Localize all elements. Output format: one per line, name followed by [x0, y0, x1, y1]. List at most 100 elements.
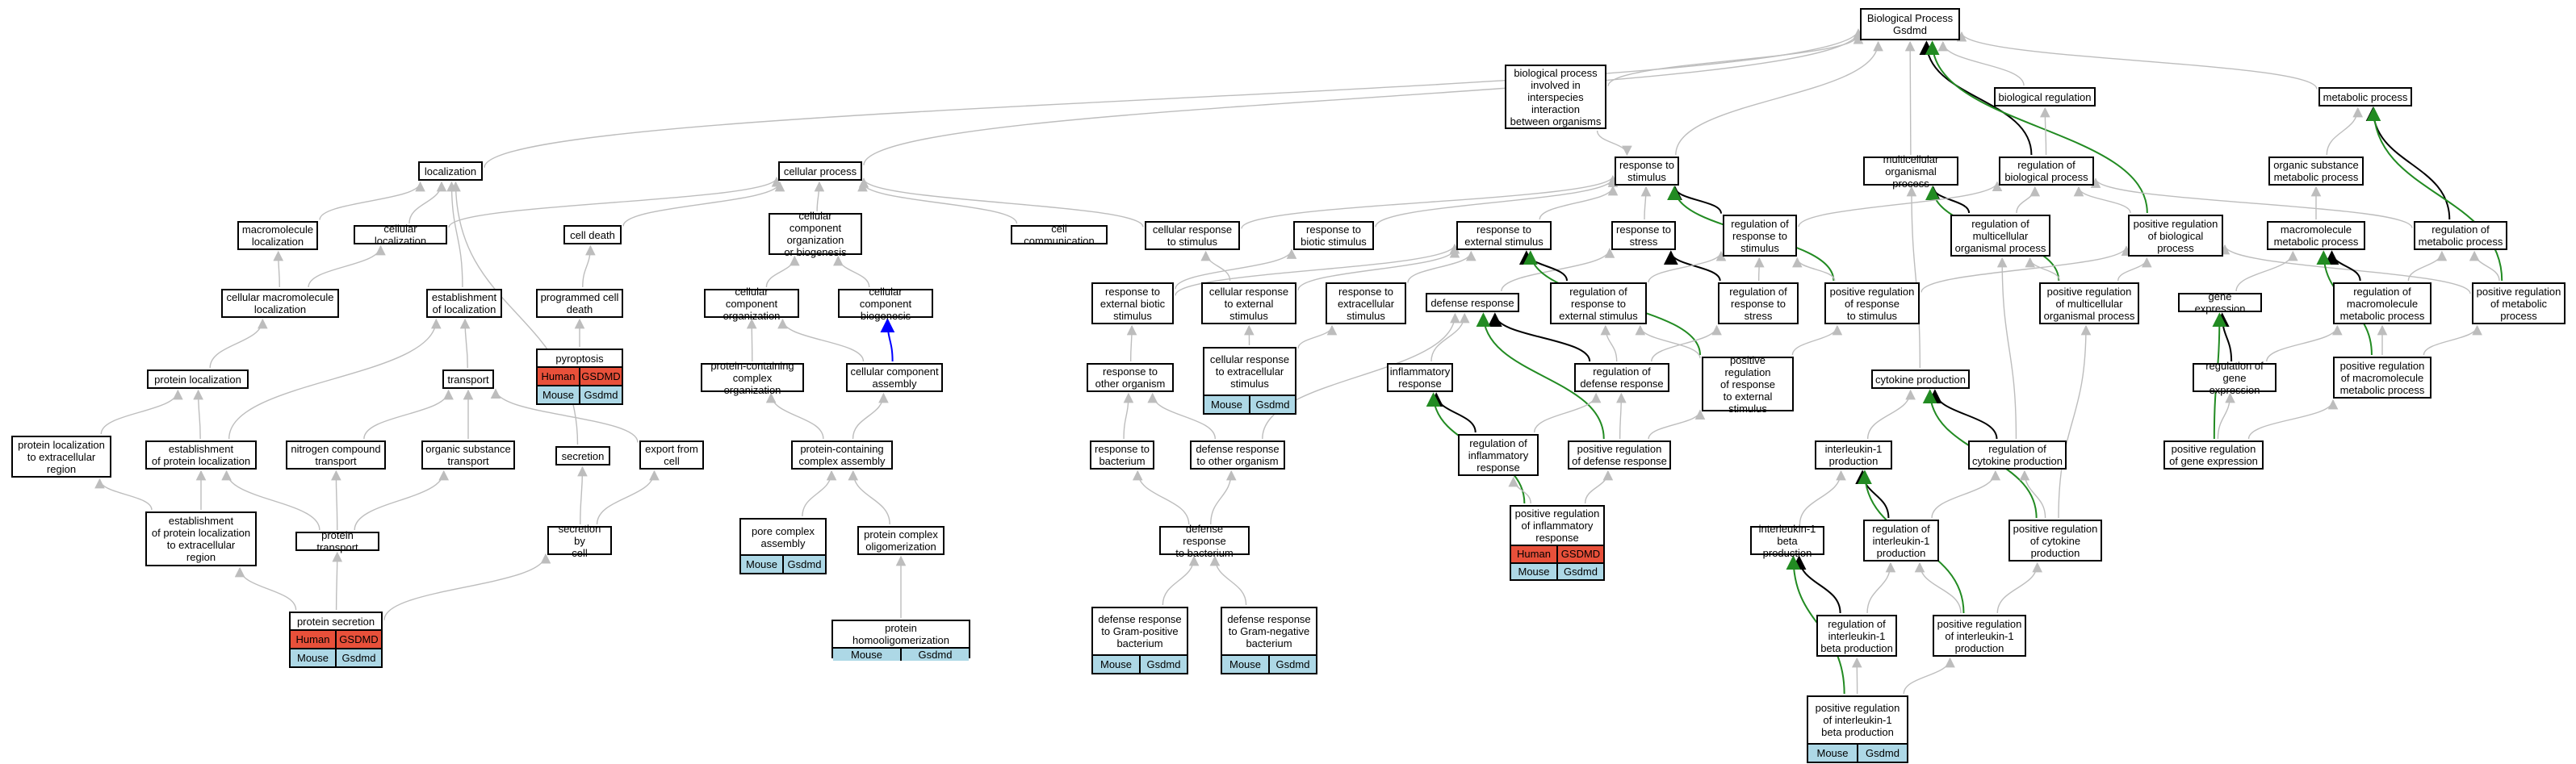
go-term-def-other-org[interactable]: defense response to other organism	[1190, 440, 1285, 470]
go-term-interspecies[interactable]: biological process involved in interspec…	[1505, 65, 1606, 129]
go-term-reg-inflam[interactable]: regulation of inflammatory response	[1458, 434, 1539, 476]
go-term-pos-reg-resp-ext[interactable]: positive regulation of response to exter…	[1702, 354, 1794, 415]
go-term-inflam[interactable]: inflammatory response	[1387, 363, 1453, 392]
go-term-pos-reg-gene-expr[interactable]: positive regulation of gene expression	[2163, 440, 2264, 470]
go-term-transport[interactable]: transport	[442, 369, 494, 389]
edge-cell_loc-to-cellular	[448, 176, 782, 228]
go-term-prog-death[interactable]: programmed cell death	[536, 289, 623, 318]
go-term-cell-resp-ext[interactable]: cellular response to external stimulus	[1201, 282, 1296, 324]
go-term-reg-defense[interactable]: regulation of defense response	[1574, 363, 1669, 392]
go-term-cytokine-prod[interactable]: cytokine production	[1871, 369, 1970, 389]
go-term-bioreg[interactable]: biological regulation	[1994, 87, 2096, 106]
go-term-estab-prot-loc[interactable]: establishment of protein localization	[145, 440, 257, 470]
go-term-cell-resp-stim[interactable]: cellular response to stimulus	[1145, 221, 1240, 250]
edge-resp_extracell-to-resp_ext	[1407, 250, 1476, 283]
go-term-cell-loc[interactable]: cellular localization	[354, 223, 447, 247]
edge-pos_reg_il1-to-pos_reg_cytokine	[1996, 562, 2042, 614]
go-term-estab-prot-loc-extra[interactable]: establishment of protein localization to…	[145, 511, 257, 566]
go-term-pos-reg-defense[interactable]: positive regulation of defense response	[1568, 440, 1671, 470]
go-term-reg-meta[interactable]: regulation of metabolic process	[2414, 221, 2507, 250]
go-term-pos-reg-resp-stim[interactable]: positive regulation of response to stimu…	[1824, 282, 1920, 324]
go-term-resp-biotic[interactable]: response to biotic stimulus	[1293, 221, 1374, 250]
go-term-prot-loc-extra[interactable]: protein localization to extracellular re…	[11, 436, 111, 478]
go-term-reg-resp-ext[interactable]: regulation of response to external stimu…	[1550, 282, 1647, 324]
edge-resp_bacterium-to-resp_other_org	[1123, 392, 1134, 440]
go-term-macromol-meta[interactable]: macromolecule metabolic process	[2267, 221, 2365, 250]
go-term-annotated-def-gram-pos[interactable]: defense response to Gram-positive bacter…	[1091, 607, 1188, 674]
go-term-secretion[interactable]: secretion	[555, 446, 610, 465]
go-term-resp-extracell[interactable]: response to extracellular stimulus	[1326, 282, 1406, 324]
go-term-annotated-pos-reg-il1b[interactable]: positive regulation of interleukin-1 bet…	[1807, 695, 1908, 763]
go-term-pos-reg-il1[interactable]: positive regulation of interleukin-1 pro…	[1933, 615, 2026, 657]
go-term-secretion-cell[interactable]: secretion by cell	[547, 523, 612, 559]
go-term-pc-org[interactable]: protein-containing complex organization	[701, 360, 804, 396]
go-term-pos-reg-bio[interactable]: positive regulation of biological proces…	[2128, 215, 2223, 257]
go-term-resp-ext[interactable]: response to external stimulus	[1456, 221, 1552, 250]
go-term-reg-cytokine[interactable]: regulation of cytokine production	[1968, 440, 2067, 470]
edge-reg_cytokine-to-cytokine_prod	[1927, 389, 1998, 440]
go-term-pos-reg-multicell[interactable]: positive regulation of multicellular org…	[2039, 282, 2139, 324]
go-term-reg-il1b[interactable]: regulation of interleukin-1 beta product…	[1816, 615, 1897, 657]
go-term-estab-loc[interactable]: establishment of localization	[426, 289, 502, 318]
edge-reg_defense-to-defense	[1487, 312, 1591, 362]
go-term-prot-cplx-olig[interactable]: protein complex oligomerization	[857, 526, 945, 555]
go-term-resp-other-org[interactable]: response to other organism	[1087, 363, 1174, 392]
go-term-resp-bacterium[interactable]: response to bacterium	[1090, 440, 1154, 470]
edge-pos_reg_meta-to-metabolic	[2366, 106, 2503, 282]
go-term-export[interactable]: export from cell	[639, 440, 704, 470]
go-term-cell-comm[interactable]: cell communication	[1011, 223, 1108, 247]
go-term-prot-transport[interactable]: protein transport	[295, 529, 379, 553]
go-term-pos-reg-meta[interactable]: positive regulation of metabolic process	[2472, 282, 2566, 324]
go-term-nitrogen[interactable]: nitrogen compound transport	[286, 440, 386, 470]
species-cell: Human	[1517, 548, 1551, 561]
go-term-il1-prod[interactable]: interleukin-1 production	[1815, 440, 1892, 470]
go-term-metabolic[interactable]: metabolic process	[2318, 87, 2412, 106]
go-term-reg-resp-stress[interactable]: regulation of response to stress	[1718, 282, 1799, 324]
go-term-reg-gene-expr[interactable]: regulation of gene expression	[2193, 360, 2277, 396]
go-term-defense[interactable]: defense response	[1426, 293, 1519, 312]
go-term-annotated-pos-reg-inflam[interactable]: positive regulation of inflammatory resp…	[1510, 505, 1605, 581]
edge-pos_reg_il1b-to-pos_reg_il1	[1903, 657, 1955, 695]
go-term-il1b-prod[interactable]: interleukin-1 beta production	[1750, 523, 1824, 559]
go-term-resp-stress[interactable]: response to stress	[1611, 221, 1676, 250]
go-term-cellular[interactable]: cellular process	[778, 161, 862, 181]
go-term-reg-multicell[interactable]: regulation of multicellular organismal p…	[1950, 215, 2050, 257]
go-term-def-bacterium[interactable]: defense response to bacterium	[1159, 523, 1250, 559]
go-term-pos-reg-cytokine[interactable]: positive regulation of cytokine producti…	[2008, 520, 2102, 562]
go-term-macromol-loc[interactable]: macromolecule localization	[237, 221, 318, 250]
go-term-cell-macromol-loc[interactable]: cellular macromolecule localization	[221, 289, 339, 318]
go-term-gene-expr[interactable]: gene expression	[2178, 290, 2262, 315]
go-term-pc-assembly[interactable]: protein-containing complex assembly	[791, 440, 893, 470]
go-term-cell-death[interactable]: cell death	[563, 225, 622, 244]
go-term-reg-resp-stim[interactable]: regulation of response to stimulus	[1723, 215, 1797, 257]
go-term-resp-ext-biotic[interactable]: response to external biotic stimulus	[1091, 282, 1174, 324]
go-term-pos-reg-macromol-meta[interactable]: positive regulation of macromolecule met…	[2333, 357, 2431, 399]
go-term-response-stim[interactable]: response to stimulus	[1615, 157, 1679, 186]
go-term-multicell[interactable]: multicellular organismal process	[1863, 153, 1958, 190]
go-term-reg-macromol-meta[interactable]: regulation of macromolecule metabolic pr…	[2333, 282, 2431, 324]
species-cell: Mouse	[296, 652, 329, 664]
go-term-org-sub-meta[interactable]: organic substance metabolic process	[2268, 157, 2364, 186]
species-cell: Mouse	[1816, 747, 1849, 759]
go-term-cc-assembly[interactable]: cellular component assembly	[846, 363, 943, 392]
edge-response_stim-to-bp	[1675, 40, 1883, 156]
go-term-cc-org[interactable]: cellular component organization	[704, 286, 799, 322]
gene-symbol-cell: Gsdmd	[782, 556, 825, 573]
edge-pc_assembly-to-cc_assembly	[852, 392, 889, 440]
go-term-localization[interactable]: localization	[418, 161, 483, 181]
go-term-bp[interactable]: Biological Process Gsdmd	[1860, 8, 1960, 40]
go-term-reg-bio[interactable]: regulation of biological process	[1999, 157, 2094, 186]
go-term-annotated-cell-resp-bact[interactable]: cellular response to extracellular stimu…	[1203, 347, 1296, 415]
go-term-org-sub-transport[interactable]: organic substance transport	[421, 440, 515, 470]
edge-reg_defense-to-reg_resp_ext	[1600, 324, 1618, 362]
go-term-prot-loc[interactable]: protein localization	[147, 369, 249, 389]
go-term-reg-il1[interactable]: regulation of interleukin-1 production	[1863, 520, 1939, 562]
go-term-cc-biog[interactable]: cellular component biogenesis	[838, 286, 933, 322]
go-term-ccob[interactable]: cellular component organization or bioge…	[769, 210, 862, 258]
go-term-annotated-def-gram-neg[interactable]: defense response to Gram-negative bacter…	[1221, 607, 1317, 674]
